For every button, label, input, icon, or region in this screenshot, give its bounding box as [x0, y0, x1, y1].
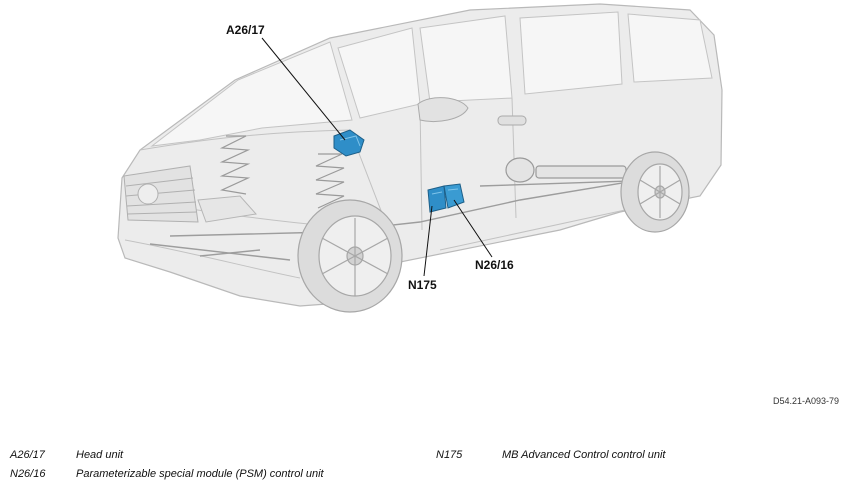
callout-a26-17: A26/17 — [226, 23, 265, 37]
legend-row: A26/17 Head unit — [10, 446, 430, 465]
legend-left: A26/17 Head unit N26/16 Parameterizable … — [10, 446, 430, 484]
van-ghost-illustration: A26/17 N26/16 N175 — [117, 3, 723, 313]
legend-code: N175 — [436, 449, 463, 461]
leader-lines — [261, 37, 493, 277]
door-handle — [497, 115, 527, 126]
callout-n175: N175 — [408, 278, 437, 292]
callout-n26-16: N26/16 — [475, 258, 514, 272]
rear-axle — [505, 157, 627, 183]
front-grille — [123, 165, 199, 223]
legend-description: Parameterizable special module (PSM) con… — [76, 468, 324, 480]
legend-row: N26/16 Parameterizable special module (P… — [10, 465, 430, 484]
legend-row: N175 MB Advanced Control control unit — [436, 446, 836, 465]
psm-control-unit-component — [443, 183, 465, 209]
legend-description: Head unit — [76, 449, 124, 461]
front-suspension — [219, 135, 345, 209]
legend-description: MB Advanced Control control unit — [502, 449, 666, 461]
legend-code: N26/16 — [10, 468, 46, 480]
rear-wheel — [620, 151, 690, 233]
legend-code: A26/17 — [10, 449, 45, 461]
reference-code: D54.21-A093-79 — [772, 396, 839, 406]
side-mirror — [417, 97, 469, 122]
front-wheel — [297, 199, 403, 313]
head-unit-component — [333, 129, 365, 157]
headlight — [197, 195, 257, 223]
van-windows — [150, 11, 713, 147]
legend-right: N175 MB Advanced Control control unit — [436, 446, 836, 465]
mbac-control-unit-component — [427, 185, 447, 213]
